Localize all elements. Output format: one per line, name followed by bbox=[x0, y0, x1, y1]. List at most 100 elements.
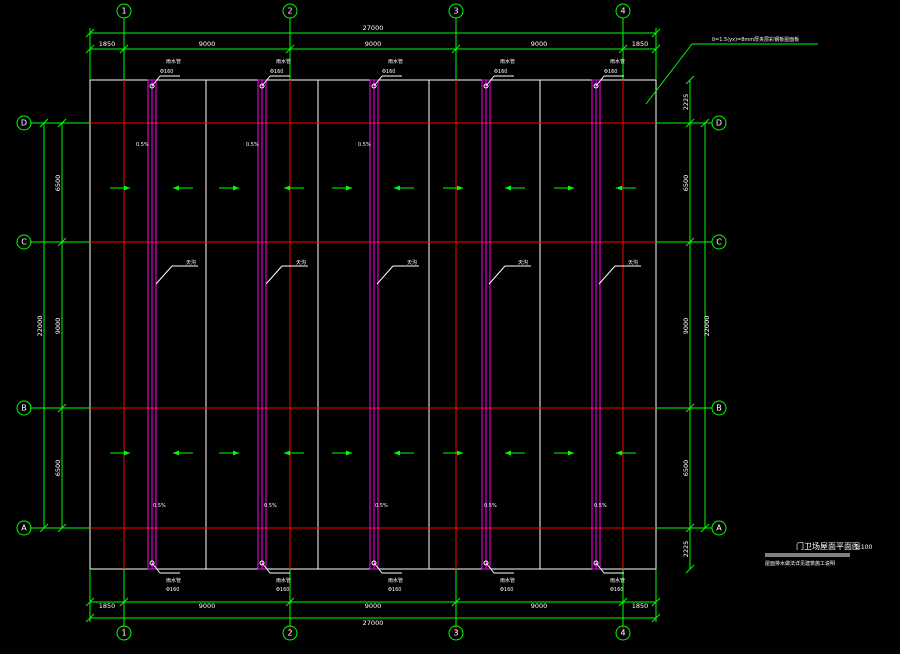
gutter-bottom-label: 雨水管 bbox=[166, 577, 181, 584]
gutter-slope-bottom: 0.5% bbox=[375, 503, 388, 509]
drainage-arrows-lower bbox=[110, 450, 636, 456]
axis-label: 1 bbox=[121, 7, 126, 16]
gutter-valley-label: 天沟 bbox=[628, 259, 638, 266]
gutter-top-label: 雨水管 bbox=[276, 58, 291, 65]
gutter-top-spec: Φ160 bbox=[270, 69, 283, 75]
material-note-text: δ=1.5(yx)=8mm厚夹层彩钢板屋面板 bbox=[712, 36, 799, 43]
gutter-bottom-spec: Φ160 bbox=[388, 587, 401, 593]
axis-bubble-left-D: D bbox=[16, 115, 32, 131]
axis-label: A bbox=[21, 524, 27, 533]
drain-arrow-right-icon bbox=[443, 450, 463, 456]
gutter-bottom-label: 雨水管 bbox=[610, 577, 625, 584]
gutter-top-label: 雨水管 bbox=[500, 58, 515, 65]
gutter-1: 雨水管 Φ160 雨水管 Φ160 0.5% 0.5% 天沟 bbox=[136, 58, 198, 593]
drain-arrow-left-icon bbox=[173, 185, 193, 191]
drain-arrow-left-icon bbox=[284, 185, 304, 191]
gutter-bottom-label: 雨水管 bbox=[500, 577, 515, 584]
axis-bubble-bottom-2: 2 bbox=[282, 625, 298, 641]
gutter-5: 雨水管 Φ160 雨水管 Φ160 0.5% 天沟 bbox=[591, 58, 641, 593]
drain-arrow-left-icon bbox=[394, 185, 414, 191]
gutter-top-spec: Φ160 bbox=[160, 69, 173, 75]
dim-top-total: 27000 bbox=[363, 24, 384, 32]
gutter-bottom-label: 雨水管 bbox=[388, 577, 403, 584]
axis-bubble-right-D: D bbox=[711, 115, 727, 131]
axis-bubble-top-3: 3 bbox=[448, 3, 464, 19]
dim-bottom-seg: 1850 bbox=[99, 602, 116, 610]
dim-right-seg: 2225 bbox=[682, 94, 690, 111]
axis-bubble-bottom-3: 3 bbox=[448, 625, 464, 641]
drain-arrow-left-icon bbox=[505, 450, 525, 456]
dimension-left: 22000 6500 9000 6500 bbox=[36, 118, 67, 533]
dim-right-seg: 6500 bbox=[682, 175, 690, 192]
axis-label: 1 bbox=[121, 629, 126, 638]
dim-left-seg: 6500 bbox=[54, 175, 62, 192]
gutter-2: 雨水管 Φ160 雨水管 Φ160 0.5% 0.5% 天沟 bbox=[246, 58, 308, 593]
drawing-title: 门卫场屋面平面图 bbox=[796, 541, 860, 551]
drain-arrow-right-icon bbox=[219, 185, 239, 191]
dim-right-total: 22000 bbox=[703, 316, 711, 337]
axis-label: 2 bbox=[287, 629, 292, 638]
axis-extensions bbox=[30, 18, 712, 626]
drain-arrow-right-icon bbox=[554, 450, 574, 456]
dim-bottom-seg: 1850 bbox=[632, 602, 649, 610]
drain-arrow-right-icon bbox=[110, 450, 130, 456]
gutter-valley-label: 天沟 bbox=[518, 259, 528, 266]
gutter-top-label: 雨水管 bbox=[166, 58, 181, 65]
axis-bubble-right-A: A bbox=[711, 520, 727, 536]
gutter-top-spec: Φ160 bbox=[382, 69, 395, 75]
drain-arrow-right-icon bbox=[110, 185, 130, 191]
axis-bubble-right-B: B bbox=[711, 400, 727, 416]
axis-bubble-left-A: A bbox=[16, 520, 32, 536]
drain-arrow-left-icon bbox=[173, 450, 193, 456]
drain-arrow-right-icon bbox=[443, 185, 463, 191]
axis-bubble-top-2: 2 bbox=[282, 3, 298, 19]
drain-arrow-right-icon bbox=[219, 450, 239, 456]
gutter-slope-top: 0.5% bbox=[246, 142, 259, 148]
dim-top-seg: 9000 bbox=[365, 40, 382, 48]
axis-label: D bbox=[716, 119, 722, 128]
dim-right-seg: 2225 bbox=[682, 541, 690, 558]
grid-lines bbox=[30, 18, 712, 632]
gutter-bottom-label: 雨水管 bbox=[276, 577, 291, 584]
dim-top-seg: 1850 bbox=[99, 40, 116, 48]
gutter-3: 雨水管 Φ160 雨水管 Φ160 0.5% 0.5% 天沟 bbox=[358, 58, 419, 593]
axis-label: A bbox=[716, 524, 722, 533]
dim-top-seg: 1850 bbox=[632, 40, 649, 48]
gutter-bottom-spec: Φ160 bbox=[166, 587, 179, 593]
gutter-valley-label: 天沟 bbox=[296, 259, 306, 266]
axis-bubble-top-1: 1 bbox=[116, 3, 132, 19]
drain-arrow-left-icon bbox=[616, 450, 636, 456]
gutter-top-label: 雨水管 bbox=[610, 58, 625, 65]
dimension-bottom: 1850 9000 9000 9000 1850 27000 bbox=[85, 569, 661, 627]
gutter-slope-bottom: 0.5% bbox=[153, 503, 166, 509]
axis-label: D bbox=[21, 119, 27, 128]
dim-right-seg: 9000 bbox=[682, 318, 690, 335]
dim-left-total: 22000 bbox=[36, 316, 44, 337]
drain-arrow-left-icon bbox=[284, 450, 304, 456]
drawing-scale: 1:100 bbox=[855, 544, 872, 551]
gutter-top-spec: Φ160 bbox=[494, 69, 507, 75]
gutter-bottom-spec: Φ160 bbox=[276, 587, 289, 593]
dimension-top: 27000 1850 9000 9000 9000 1850 bbox=[85, 24, 661, 80]
drain-arrow-right-icon bbox=[554, 185, 574, 191]
axis-label: 4 bbox=[620, 629, 625, 638]
gutter-slope-top: 0.5% bbox=[136, 142, 149, 148]
axis-label: 3 bbox=[453, 629, 458, 638]
gutter-valley-label: 天沟 bbox=[407, 259, 417, 266]
dimension-right: 2225 6500 9000 6500 2225 22000 bbox=[682, 75, 711, 574]
dim-top-seg: 9000 bbox=[199, 40, 216, 48]
drain-arrow-right-icon bbox=[332, 450, 352, 456]
dim-left-seg: 9000 bbox=[54, 318, 62, 335]
roof-outline bbox=[89, 79, 657, 570]
drainage-arrows-upper bbox=[110, 185, 636, 191]
dim-left-seg: 6500 bbox=[54, 460, 62, 477]
axis-label: C bbox=[716, 238, 722, 247]
drain-arrow-right-icon bbox=[332, 185, 352, 191]
axis-label: 2 bbox=[287, 7, 292, 16]
gutter-bottom-spec: Φ160 bbox=[500, 587, 513, 593]
axis-bubble-bottom-4: 4 bbox=[615, 625, 631, 641]
dim-bottom-seg: 9000 bbox=[365, 602, 382, 610]
dim-top-seg: 9000 bbox=[531, 40, 548, 48]
gutter-slope-bottom: 0.5% bbox=[594, 503, 607, 509]
